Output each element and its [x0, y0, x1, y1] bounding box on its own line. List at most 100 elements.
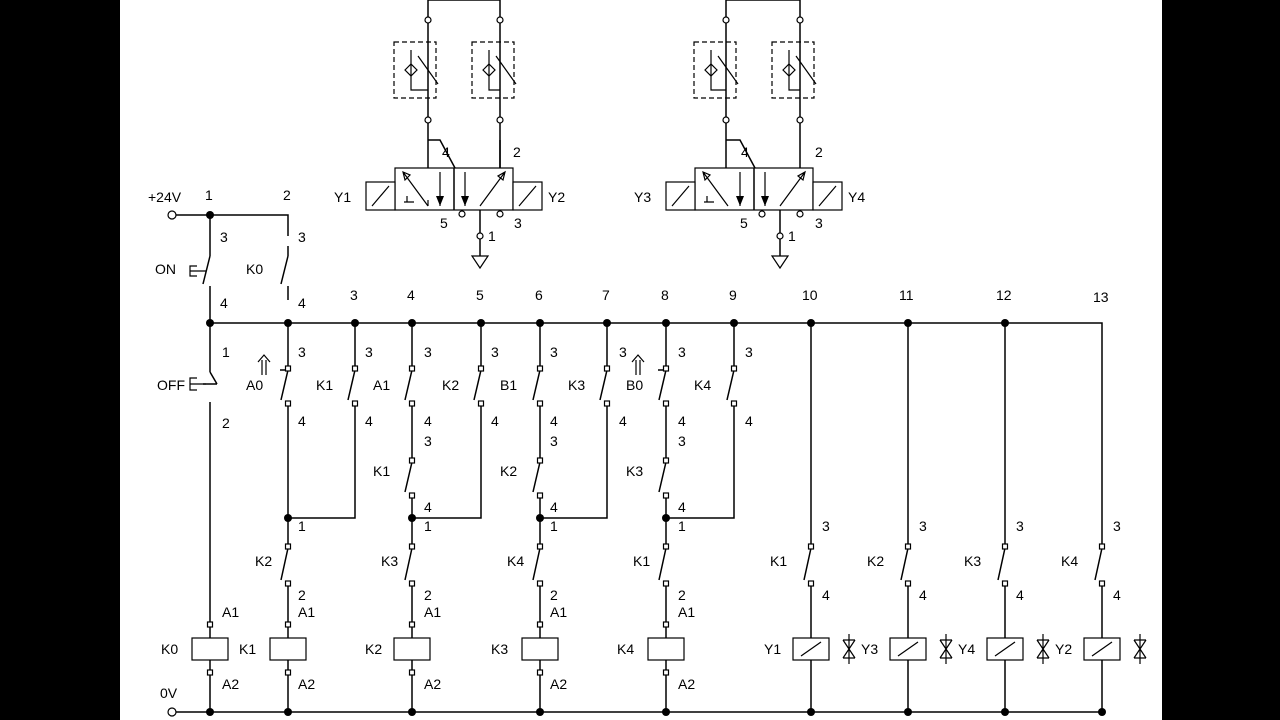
mid-contact-8-gap — [727, 362, 741, 410]
interlock-contact-4-terminal-bottom — [662, 580, 670, 587]
interlock-contact-2-terminal-top — [408, 543, 416, 550]
k4-coil-a1: A1 — [678, 604, 695, 620]
k0-hold-bottom-terminal: 4 — [298, 295, 306, 311]
k1-output-bottom-terminal: 4 — [822, 587, 830, 603]
valve-2-body — [665, 167, 843, 270]
mid-contact-6-terminal-bottom — [603, 400, 611, 407]
b0-tag: B0 — [626, 377, 643, 393]
rung-number-3: 3 — [350, 287, 358, 303]
ladder-components — [191, 362, 1147, 676]
output-contact-1-terminal-top — [807, 543, 815, 550]
b1-top-terminal: 3 — [550, 344, 558, 360]
k1-interlock-bottom-terminal: 2 — [678, 587, 686, 603]
off-switch-bottom-terminal: 2 — [222, 415, 230, 431]
interlock-contact-3-gap — [533, 540, 547, 590]
supply-zero-label: 0V — [160, 685, 178, 701]
interlock-contact-1-terminal-bottom — [284, 580, 292, 587]
pneumatic-circuit — [365, 0, 843, 270]
k3-output-top-terminal: 3 — [1016, 518, 1024, 534]
k2-series-top-terminal: 3 — [550, 433, 558, 449]
mid-contact-7-terminal-top — [662, 365, 670, 372]
output-contact-1-gap — [804, 540, 818, 590]
output-contact-3-blade — [997, 547, 1006, 581]
k0-hold-tag: K0 — [246, 261, 263, 277]
rung-number-5: 5 — [476, 287, 484, 303]
mid-contact-3-terminal-bottom — [408, 400, 416, 407]
k4-output-tag: K4 — [1061, 553, 1078, 569]
valve-2-left-solenoid: Y3 — [634, 189, 651, 205]
k4-interlock-top-terminal: 1 — [550, 518, 558, 534]
k0-coil-a2: A2 — [222, 676, 239, 692]
valve-2-lines — [693, 0, 817, 169]
k4-coil-a2: A2 — [678, 676, 695, 692]
output-contact-2-terminal-top — [904, 543, 912, 550]
k4-interlock-tag: K4 — [507, 553, 524, 569]
series-contact-2-gap — [533, 454, 547, 502]
k3-output-bottom-terminal: 4 — [1016, 587, 1024, 603]
interlock-contact-3-terminal-top — [536, 543, 544, 550]
contact-symbols — [189, 248, 295, 408]
valve-2-port-exhaust-b: 3 — [815, 215, 823, 231]
mid-contact-8-terminal-bottom — [730, 400, 738, 407]
rung-number-8: 8 — [661, 287, 669, 303]
valve-2-right-solenoid: Y4 — [848, 189, 865, 205]
relay-coil-2-terminal-a1 — [408, 621, 416, 628]
rung-number-10: 10 — [802, 287, 818, 303]
k1-series-bottom-terminal: 4 — [424, 499, 432, 515]
k2-output-tag: K2 — [867, 553, 884, 569]
k0-coil-a1: A1 — [222, 604, 239, 620]
k4-coil-tag: K4 — [617, 641, 634, 657]
mid-contact-4-gap — [474, 362, 488, 410]
relay-coil-0 — [191, 637, 229, 661]
k2-coil-a2: A2 — [424, 676, 441, 692]
b1-bottom-terminal: 4 — [550, 413, 558, 429]
relay-coil-0-terminal-a2 — [206, 669, 214, 676]
rung-number-12: 12 — [996, 287, 1012, 303]
a1-tag: A1 — [373, 377, 390, 393]
k1-col3-top-terminal: 3 — [365, 344, 373, 360]
output-contact-4-gap — [1095, 540, 1109, 590]
output-contact-2-gap — [901, 540, 915, 590]
series-contact-1-terminal-bottom — [408, 492, 416, 499]
interlock-contact-1-gap — [281, 540, 295, 590]
rung-number-1: 1 — [205, 187, 213, 203]
rung-number-4: 4 — [407, 287, 415, 303]
a0-bottom-terminal: 4 — [298, 413, 306, 429]
interlock-contact-1-blade — [280, 547, 289, 581]
mid-contact-1-terminal-top — [284, 365, 292, 372]
k4-col9-bottom-terminal: 4 — [745, 413, 753, 429]
on-switch-top-terminal: 3 — [220, 229, 228, 245]
k2-col5-tag: K2 — [442, 377, 459, 393]
off-switch-top-terminal: 1 — [222, 344, 230, 360]
valve-labels: 4 2 Y1 Y2 5 3 1 4 2 Y3 Y4 5 3 1 — [334, 144, 865, 244]
k3-col7-top-terminal: 3 — [619, 344, 627, 360]
k1-col3-bottom-terminal: 4 — [365, 413, 373, 429]
k2-interlock-top-terminal: 1 — [298, 518, 306, 534]
series-contact-3-terminal-top — [662, 457, 670, 464]
output-contact-2-blade — [900, 547, 909, 581]
k1-series-tag: K1 — [373, 463, 390, 479]
output-contact-2-terminal-bottom — [904, 580, 912, 587]
b0-top-terminal: 3 — [678, 344, 686, 360]
valve-2-port-a: 4 — [741, 144, 749, 160]
drawing-sheet — [120, 0, 1162, 720]
valve-1-left-solenoid: Y1 — [334, 189, 351, 205]
output-contact-1-blade — [803, 547, 812, 581]
k4-col9-tag: K4 — [694, 377, 711, 393]
b0-bottom-terminal: 4 — [678, 413, 686, 429]
mid-contact-5-blade — [532, 369, 541, 401]
k1-output-tag: K1 — [770, 553, 787, 569]
valve-1-port-supply: 1 — [488, 228, 496, 244]
relay-coil-1-terminal-a1 — [284, 621, 292, 628]
mid-contact-6-blade — [599, 369, 608, 401]
k4-output-bottom-terminal: 4 — [1113, 587, 1121, 603]
valve-1-right-solenoid: Y2 — [548, 189, 565, 205]
series-contact-2-blade — [532, 461, 541, 493]
k3-col7-tag: K3 — [568, 377, 585, 393]
k3-col7-bottom-terminal: 4 — [619, 413, 627, 429]
a0-tag: A0 — [246, 377, 263, 393]
valve-1-lines — [393, 0, 517, 169]
interlock-contact-2-gap — [405, 540, 419, 590]
relay-coil-3-terminal-a2 — [536, 669, 544, 676]
k2-interlock-tag: K2 — [255, 553, 272, 569]
